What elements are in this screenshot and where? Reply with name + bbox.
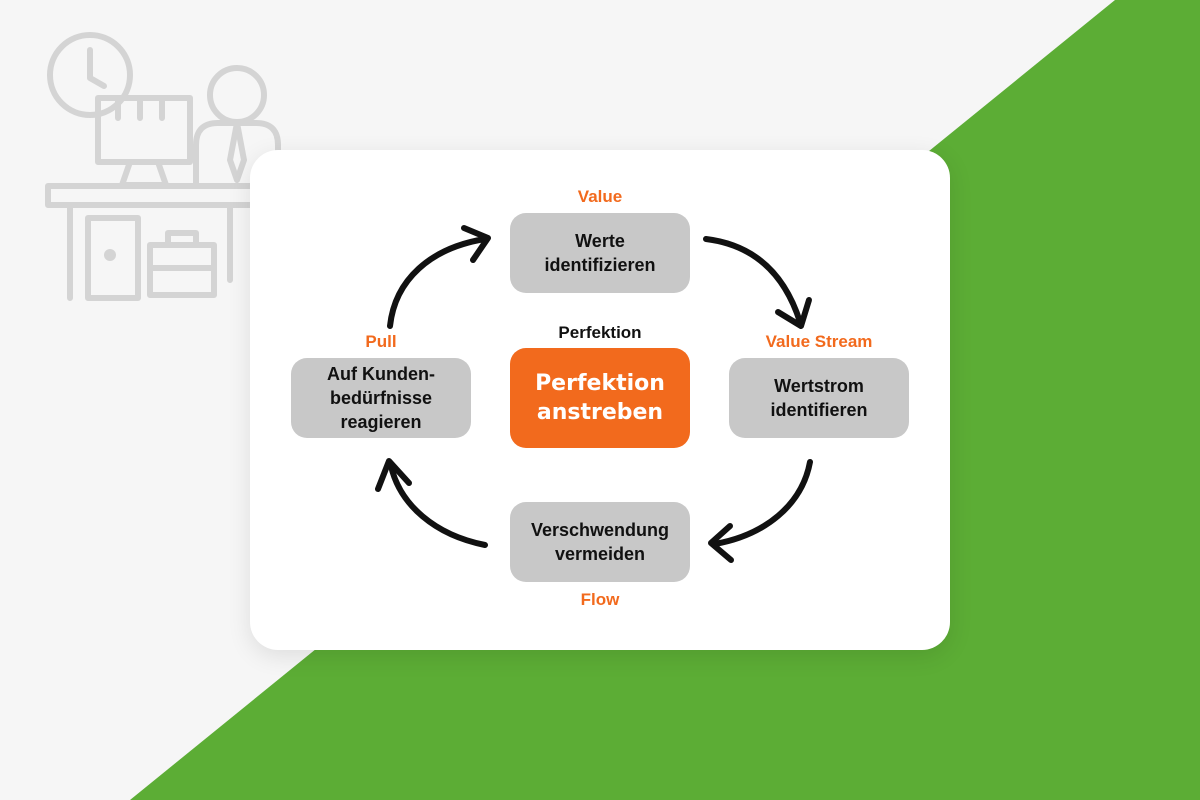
- step-box-werte: Werte identifizieren: [510, 213, 690, 293]
- cycle-arrows: [375, 225, 813, 563]
- arrow-flow-to-pull-icon: [375, 458, 488, 548]
- step-box-verschwendung: Verschwendung vermeiden: [510, 502, 690, 582]
- arrow-value-to-stream-icon: [703, 236, 812, 329]
- step-box-wertstrom: Wertstrom identifieren: [729, 358, 909, 438]
- desk-cabinet: [85, 215, 141, 301]
- diagram-card: Value Werte identifizieren Value Stream …: [250, 150, 950, 650]
- center-box-perfektion: Perfektion anstreben: [510, 348, 690, 448]
- center-heading: Perfektion: [558, 323, 642, 342]
- step-label-flow: Flow: [580, 590, 620, 609]
- office-desk-illustration-icon: [45, 32, 281, 301]
- briefcase-icon: [147, 230, 217, 298]
- step-box-kunden: Auf Kunden- bedürfnisse reagieren: [291, 358, 471, 438]
- person-icon: [193, 65, 281, 188]
- arrow-pull-to-value-icon: [387, 225, 491, 329]
- step-label-value-stream: Value Stream: [765, 332, 873, 351]
- arrow-stream-to-flow-icon: [708, 459, 813, 563]
- step-label-value: Value: [577, 187, 623, 206]
- step-label-pull: Pull: [365, 332, 397, 351]
- clock-icon: [47, 32, 133, 118]
